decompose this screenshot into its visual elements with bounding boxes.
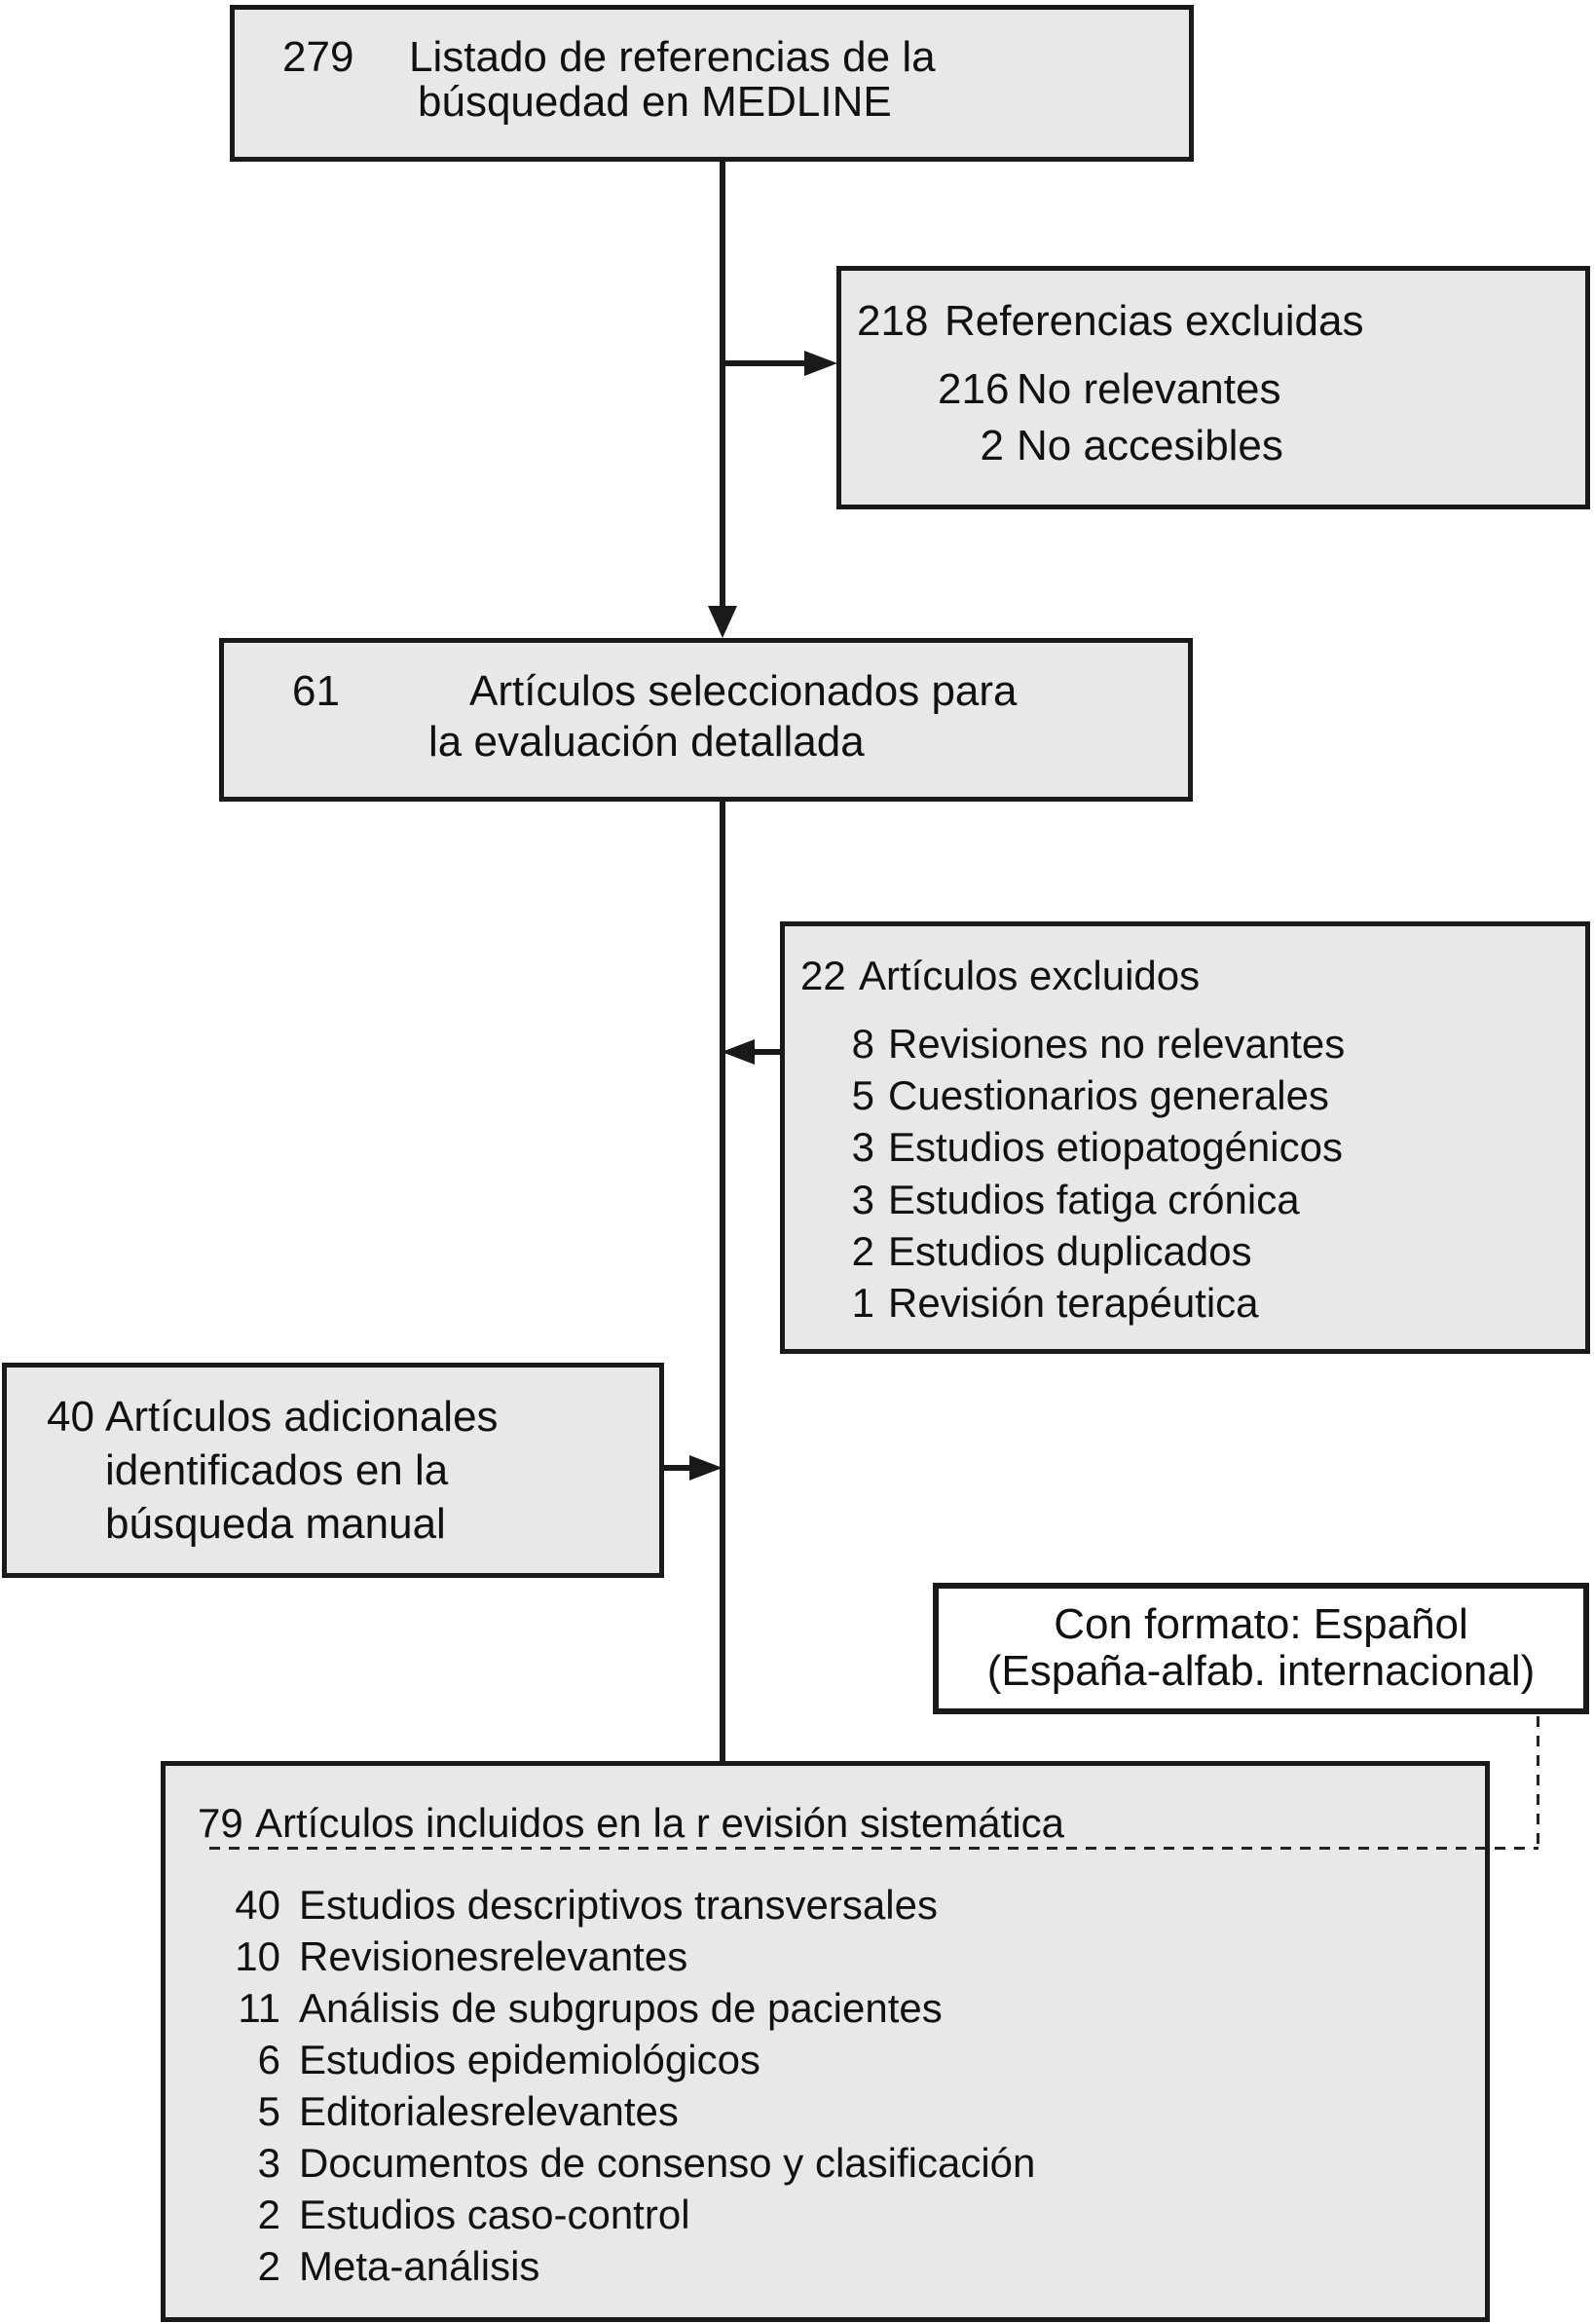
item-label: Estudios descriptivos transversales bbox=[299, 1882, 938, 1928]
item-count: 8 bbox=[851, 1021, 874, 1067]
box-excluded-articles: 22 Artículos excluidos 8 Revisiones no r… bbox=[780, 921, 1590, 1354]
item-count: 11 bbox=[238, 1985, 280, 2031]
included-articles-item: 2 Estudios caso-control bbox=[219, 2193, 690, 2237]
arrowhead-down-icon bbox=[708, 606, 737, 638]
item-label: Estudios caso-control bbox=[299, 2192, 690, 2237]
flow-line-from-excluded-articles bbox=[755, 1049, 780, 1055]
item-count: 2 bbox=[257, 2243, 280, 2289]
flow-line-from-manual-search bbox=[664, 1465, 693, 1471]
comment-connector-dashed-vertical bbox=[1537, 1716, 1539, 1849]
annotation-line2: (España-alfab. internacional) bbox=[986, 1647, 1536, 1695]
item-label: Documentos de consenso y clasificación bbox=[299, 2140, 1036, 2186]
included-articles-item: 2 Meta-análisis bbox=[219, 2243, 540, 2289]
excluded-articles-item: 3 Estudios etiopatogénicos bbox=[849, 1125, 1343, 1170]
box-selected-line2: la evaluación detallada bbox=[428, 718, 865, 766]
item-count: 216 bbox=[938, 365, 1010, 413]
item-label: Estudios duplicados bbox=[888, 1228, 1252, 1274]
excluded-articles-item: 8 Revisiones no relevantes bbox=[849, 1021, 1346, 1067]
item-label: Cuestionarios generales bbox=[888, 1072, 1329, 1118]
box-medline-line1: Listado de referencias de la bbox=[409, 33, 936, 81]
item-label: No accesibles bbox=[1017, 422, 1283, 469]
box-selected-count: 61 bbox=[292, 667, 340, 715]
item-count: 1 bbox=[851, 1280, 874, 1326]
excluded-articles-item: 5 Cuestionarios generales bbox=[849, 1073, 1329, 1118]
flow-line-to-excluded-references bbox=[723, 360, 808, 366]
box-included-articles: 79 Artículos incluidos en la r evisión s… bbox=[161, 1761, 1490, 2322]
box-excluded-references-title: Referencias excluidas bbox=[945, 297, 1364, 345]
included-articles-item: 10 Revisionesrelevantes bbox=[219, 1934, 687, 1979]
item-label: Editorialesrelevantes bbox=[299, 2088, 679, 2134]
box-medline-line2: búsquedad en MEDLINE bbox=[418, 78, 892, 126]
box-manual-search-line2: identificados en la bbox=[105, 1446, 449, 1494]
excluded-articles-item: 1 Revisión terapéutica bbox=[849, 1281, 1259, 1326]
item-label: Estudios etiopatogénicos bbox=[888, 1124, 1343, 1170]
flow-line-selected-to-included bbox=[720, 802, 725, 1761]
box-medline-count: 279 bbox=[282, 33, 354, 81]
comment-connector-dashed-horizontal bbox=[209, 1847, 1538, 1850]
arrowhead-left-icon bbox=[722, 1039, 755, 1065]
included-articles-item: 11 Análisis de subgrupos de pacientes bbox=[219, 1985, 943, 2031]
con-formato-annotation: Con formato: Español (España-alfab. inte… bbox=[933, 1583, 1589, 1714]
item-label: No relevantes bbox=[1017, 365, 1281, 413]
item-count: 2 bbox=[257, 2192, 280, 2237]
item-count: 10 bbox=[235, 1933, 280, 1979]
box-included-count: 79 bbox=[198, 1800, 243, 1846]
item-count: 2 bbox=[851, 1228, 874, 1274]
box-selected-articles: 61 Artículos seleccionados para la evalu… bbox=[219, 638, 1193, 802]
box-manual-search-count: 40 bbox=[47, 1393, 94, 1441]
excluded-references-item: 2 No accesibles bbox=[938, 424, 1283, 469]
box-excluded-articles-count: 22 bbox=[800, 953, 846, 998]
annotation-line1: Con formato: Español bbox=[1054, 1600, 1468, 1648]
excluded-articles-item: 2 Estudios duplicados bbox=[849, 1229, 1252, 1274]
excluded-articles-item: 3 Estudios fatiga crónica bbox=[849, 1178, 1300, 1222]
item-count: 5 bbox=[851, 1072, 874, 1118]
box-medline-references: 279 Listado de referencias de la búsqued… bbox=[230, 5, 1194, 162]
item-count: 3 bbox=[257, 2140, 280, 2186]
item-count: 3 bbox=[851, 1124, 874, 1170]
item-count: 3 bbox=[851, 1177, 874, 1222]
item-label: Revisión terapéutica bbox=[888, 1280, 1259, 1326]
box-manual-search-line3: búsqueda manual bbox=[105, 1500, 446, 1548]
item-label: Estudios fatiga crónica bbox=[888, 1177, 1300, 1222]
item-count: 40 bbox=[235, 1882, 280, 1928]
arrowhead-right-icon bbox=[689, 1455, 723, 1481]
item-label: Meta-análisis bbox=[299, 2243, 540, 2289]
excluded-references-item: 216 No relevantes bbox=[938, 367, 1280, 412]
box-manual-search-line1: Artículos adicionales bbox=[105, 1393, 499, 1441]
item-label: Análisis de subgrupos de pacientes bbox=[299, 1985, 943, 2031]
item-label: Estudios epidemiológicos bbox=[299, 2037, 760, 2082]
included-articles-item: 6 Estudios epidemiológicos bbox=[219, 2038, 760, 2082]
included-articles-item: 40 Estudios descriptivos transversales bbox=[219, 1883, 938, 1928]
item-count: 6 bbox=[257, 2037, 280, 2082]
box-selected-line1: Artículos seleccionados para bbox=[469, 667, 1018, 715]
included-articles-item: 5 Editorialesrelevantes bbox=[219, 2089, 679, 2134]
item-count: 5 bbox=[257, 2088, 280, 2134]
item-label: Revisiones no relevantes bbox=[888, 1021, 1346, 1067]
box-excluded-articles-title: Artículos excluidos bbox=[859, 953, 1201, 998]
item-count: 2 bbox=[980, 422, 1004, 469]
item-label: Revisionesrelevantes bbox=[299, 1933, 688, 1979]
included-articles-item: 3 Documentos de consenso y clasificación bbox=[219, 2140, 1036, 2186]
box-excluded-references: 218 Referencias excluidas 216 No relevan… bbox=[836, 266, 1590, 509]
box-excluded-references-count: 218 bbox=[857, 297, 929, 345]
arrowhead-right-icon bbox=[804, 351, 837, 376]
box-manual-search: 40 Artículos adicionales identificados e… bbox=[2, 1363, 664, 1578]
flow-line-medline-to-selected bbox=[720, 162, 725, 608]
box-included-title: Artículos incluidos en la r evisión sist… bbox=[255, 1800, 1065, 1846]
